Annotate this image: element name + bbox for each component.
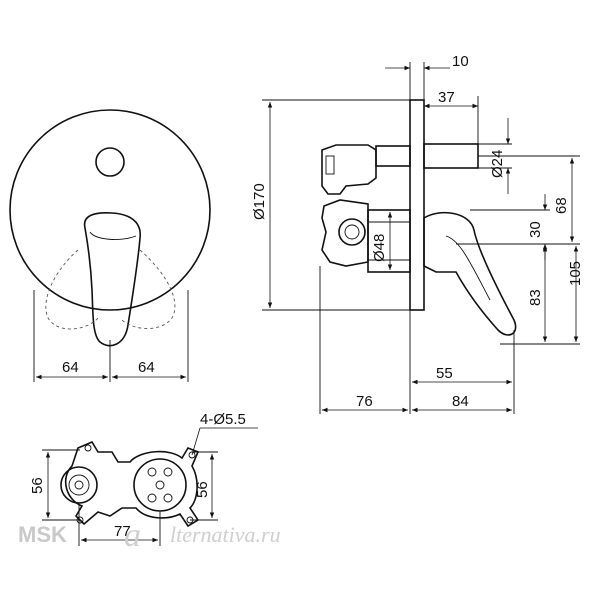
mount-hole [84,444,92,452]
watermark: MSK a lternativa.ru [18,517,281,554]
dim-bracket-height-right: 56 [194,481,211,498]
dim-bracket-height-left: 56 [29,477,46,494]
dim-outlet-diameter: Ø24 [489,150,506,178]
diverter-knob [95,147,125,177]
handle-swing-right [119,249,176,329]
rear-housing-top [321,144,377,195]
dim-front-left-width: 64 [62,359,79,376]
dim-front-right-width: 64 [138,359,155,376]
dim-83: 83 [527,289,544,306]
diverter-stem [375,145,411,167]
dim-30: 30 [527,221,544,238]
dim-55: 55 [436,365,453,382]
dim-84: 84 [452,393,469,410]
bracket-view: 4-Ø5.5 56 56 77 [29,411,258,546]
bracket-right-port [133,458,187,512]
lever-side [423,211,517,336]
lever-handle [83,212,141,347]
dim-76: 76 [356,393,373,410]
dim-flange-diameter: Ø170 [251,183,268,220]
dim-flange-thickness: 10 [452,53,469,70]
diverter-cap [423,143,479,169]
rear-housing-bottom [321,199,369,267]
lever-handle-inner [89,231,137,240]
front-view: 64 64 [9,109,211,382]
dim-bracket-width: 77 [114,523,131,540]
dim-68: 68 [553,197,570,214]
side-view: 10 37 Ø24 Ø170 Ø48 68 30 83 105 [251,53,584,414]
side-flange [409,99,425,311]
dim-body-diameter: Ø48 [371,234,388,262]
watermark-brand: MSK [18,522,67,547]
dim-cartridge-offset: 37 [438,89,455,106]
handle-swing-left [45,249,99,330]
flange-plate [9,109,211,311]
dim-bracket-holes: 4-Ø5.5 [200,411,246,428]
dim-105: 105 [567,261,584,286]
inlet-fitting [338,218,366,246]
watermark-site: lternativa.ru [170,522,281,547]
mounting-bracket [64,440,200,528]
watermark-a-logo: a [124,517,141,554]
